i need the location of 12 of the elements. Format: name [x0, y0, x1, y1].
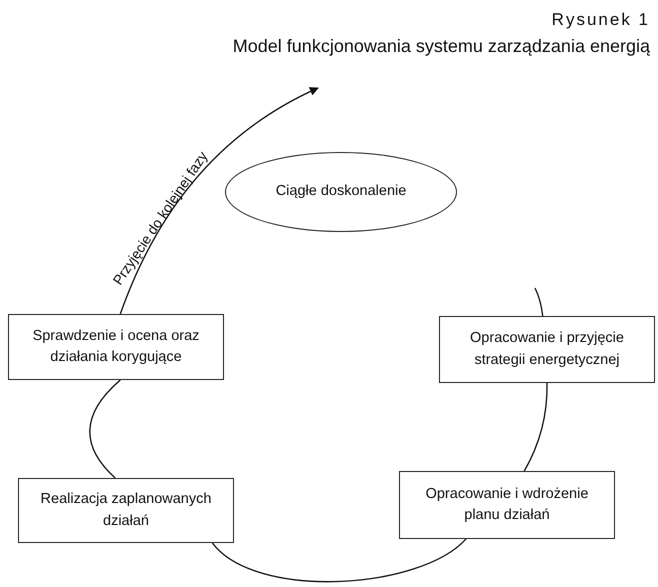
ellipse-node: Ciągłe doskonalenie: [225, 152, 457, 232]
connector-line: [212, 538, 466, 582]
figure-number: Rysunek 1: [552, 10, 650, 30]
title: Model funkcjonowania systemu zarządzania energią: [232, 36, 650, 57]
connector-line: [524, 383, 548, 472]
process-box: Opracowanie i przyjęcie strategii energetycznej: [439, 316, 655, 383]
connector-line: [534, 288, 544, 316]
connector-line: [89, 380, 121, 478]
process-box: Realizacja zaplanowanych działań: [18, 478, 234, 543]
process-box: Sprawdzenie i ocena oraz działania korygujące: [8, 314, 224, 380]
process-box: Opracowanie i wdrożenie planu działań: [399, 471, 615, 539]
arrow: [120, 87, 319, 314]
